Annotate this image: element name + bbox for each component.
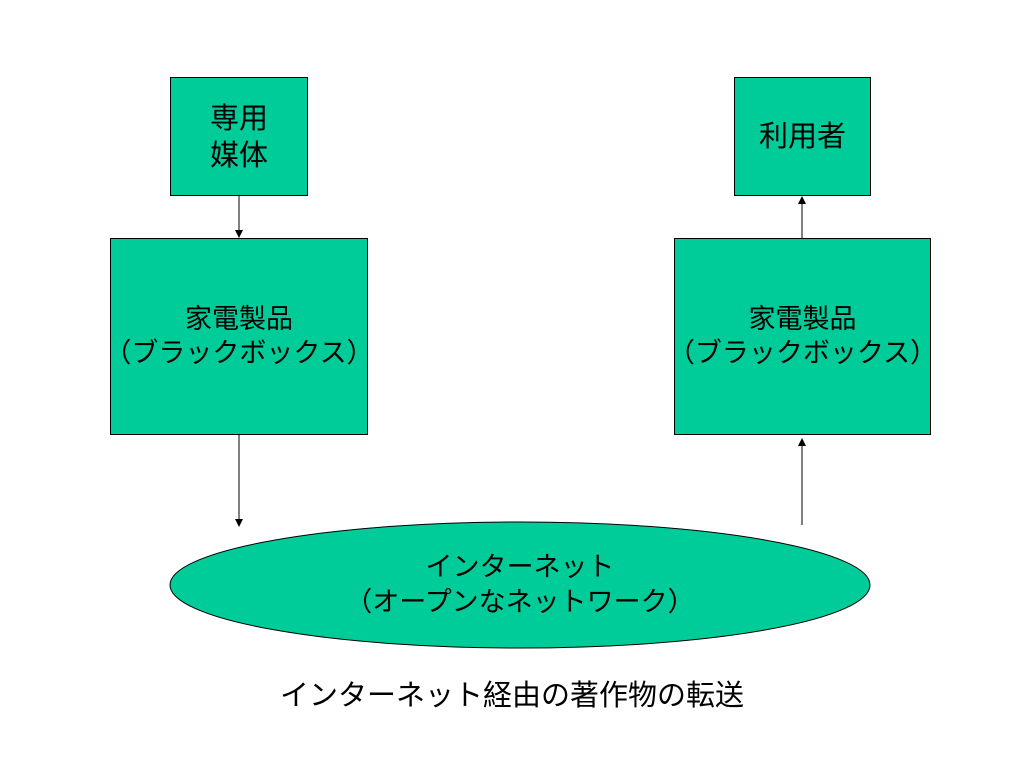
internet-ellipse — [169, 521, 871, 649]
appliance-left-line2: （ブラックボックス） — [104, 337, 374, 369]
user-label: 利用者 — [758, 119, 846, 154]
internet-line2: （オープンなネットワーク） — [345, 587, 695, 618]
diagram-caption: インターネット経由の著作物の転送 — [279, 678, 744, 712]
media-line1: 専用 — [209, 101, 268, 136]
appliance-right-box: 家電製品 （ブラックボックス） — [668, 238, 937, 435]
media-line2: 媒体 — [209, 137, 268, 172]
internet-label: インターネット （オープンなネットワーク） — [170, 522, 870, 648]
internet-line1: インターネット — [425, 551, 615, 583]
appliance-right-line2: （ブラックボックス） — [667, 337, 938, 369]
appliance-left-line1: 家電製品 — [185, 303, 293, 335]
appliance-left-box: 家電製品 （ブラックボックス） — [104, 238, 374, 435]
user-box: 利用者 — [734, 77, 871, 196]
dedicated-media-box: 専用 媒体 — [170, 77, 308, 196]
appliance-right-line1: 家電製品 — [748, 303, 857, 335]
